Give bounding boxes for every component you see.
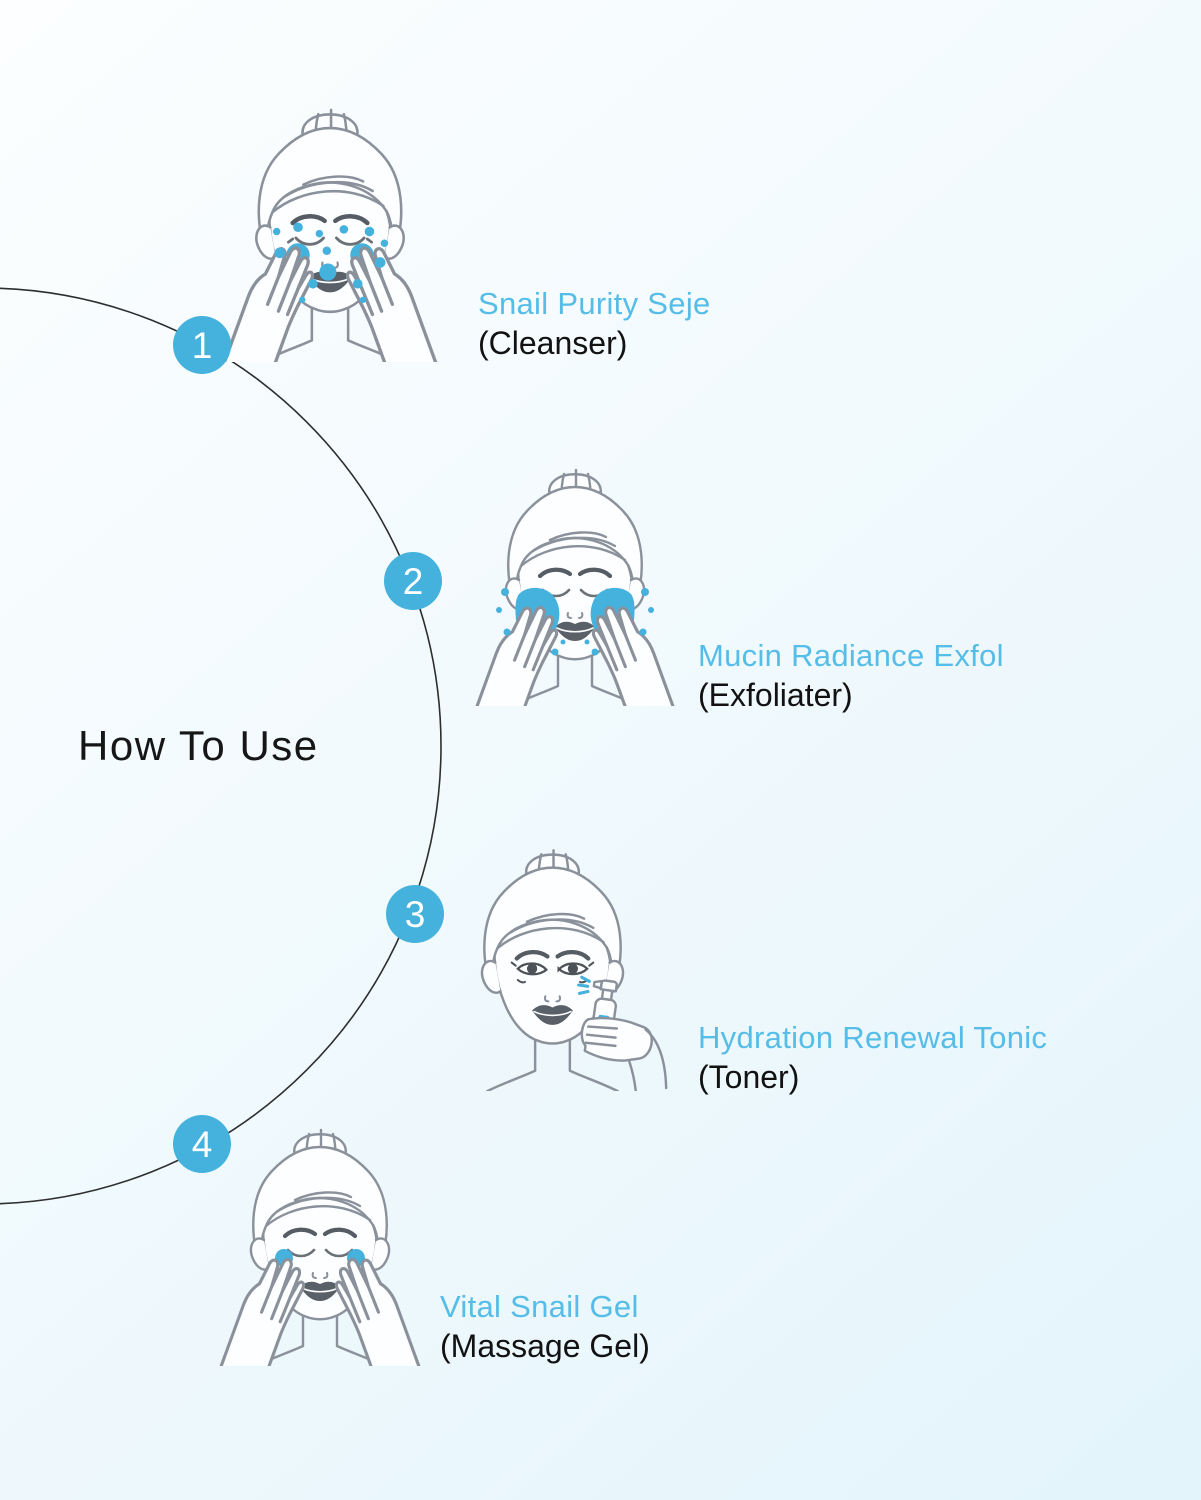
step-3-product-name: Hydration Renewal Tonic (698, 1020, 1048, 1055)
step-1-label: Snail Purity Seje (Cleanser) (478, 286, 711, 362)
step-1-product-name: Snail Purity Seje (478, 286, 711, 321)
step-4-product-name: Vital Snail Gel (440, 1289, 639, 1324)
step-2-number-badge: 2 (384, 552, 442, 610)
step-4-number-badge: 4 (173, 1115, 231, 1173)
woman-spraying-toner-icon (430, 836, 668, 1092)
step-1-number-badge: 1 (173, 316, 231, 374)
step-4-product-type: (Massage Gel) (440, 1328, 650, 1364)
step-2-label: Mucin Radiance Exfol (Exfoliater) (698, 638, 1004, 714)
step-3-product-type: (Toner) (698, 1059, 800, 1095)
step-3-number-badge: 3 (386, 885, 444, 943)
page-title: How To Use (78, 722, 319, 769)
woman-washing-face-bubbles-icon (211, 95, 449, 362)
step-3-label: Hydration Renewal Tonic (Toner) (698, 1020, 1047, 1096)
woman-rinsing-face-splash-icon (461, 456, 689, 706)
step-2-product-type: (Exfoliater) (698, 677, 853, 713)
step-1-product-type: (Cleanser) (478, 325, 628, 361)
step-4-label: Vital Snail Gel (Massage Gel) (440, 1289, 650, 1365)
step-2-product-name: Mucin Radiance Exfol (698, 638, 1004, 673)
woman-massaging-gel-icon (208, 1116, 432, 1366)
